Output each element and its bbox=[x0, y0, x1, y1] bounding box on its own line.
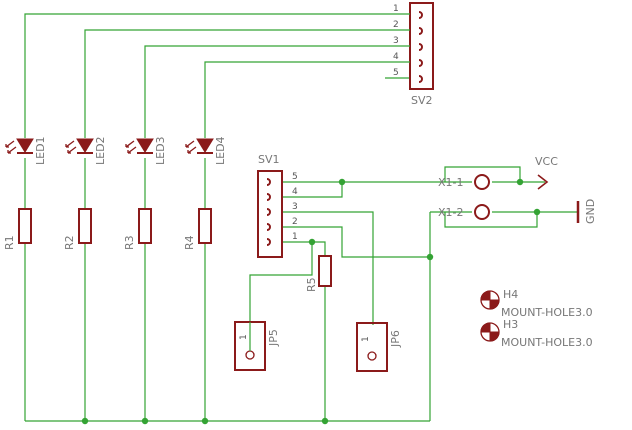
resistor-r5: R5 bbox=[305, 255, 332, 292]
net-vcc-tap bbox=[444, 166, 521, 182]
junction-dot bbox=[81, 417, 89, 425]
sv1-label: SV1 bbox=[258, 153, 280, 166]
junction-dot bbox=[426, 253, 434, 261]
jumper-label: JP6 bbox=[389, 330, 402, 348]
junction-dot bbox=[308, 238, 316, 246]
led-label: LED1 bbox=[34, 136, 47, 165]
hole-name: H3 bbox=[503, 318, 518, 331]
led-3: LED3 bbox=[125, 136, 167, 165]
junctions bbox=[81, 178, 541, 425]
jumper-jp5: 1 JP5 bbox=[234, 321, 280, 371]
hole-value: MOUNT-HOLE3.0 bbox=[501, 336, 593, 349]
net-sv1-2 bbox=[282, 226, 430, 258]
net-led3-sv2-3 bbox=[144, 45, 385, 138]
connector-sv1: 5 4 3 2 1 SV1 bbox=[257, 153, 298, 258]
resistor-r2: R2 bbox=[63, 208, 92, 250]
led-label: LED2 bbox=[94, 136, 107, 165]
jumper-label: JP5 bbox=[267, 329, 280, 347]
jumper-jp6: 1 JP6 bbox=[356, 322, 402, 372]
sv2-pin-label: 5 bbox=[393, 68, 399, 78]
junction-dot bbox=[338, 178, 346, 186]
resistor-label: R2 bbox=[63, 235, 76, 250]
hole-value: MOUNT-HOLE3.0 bbox=[501, 306, 593, 319]
mount-hole-h3: H3 MOUNT-HOLE3.0 bbox=[480, 318, 593, 349]
net-led2-sv2-2 bbox=[84, 29, 385, 138]
resistor-r1: R1 bbox=[3, 208, 32, 250]
net-jp5 bbox=[249, 242, 313, 322]
junction-dot bbox=[201, 417, 209, 425]
net-gnd-tap bbox=[444, 212, 538, 228]
vcc-symbol: VCC bbox=[535, 155, 558, 190]
led-label: LED4 bbox=[214, 136, 227, 165]
junction-dot bbox=[533, 208, 541, 216]
hole-name: H4 bbox=[503, 288, 518, 301]
resistor-r4: R4 bbox=[183, 208, 212, 250]
jumper-pin-label: 1 bbox=[239, 334, 249, 340]
vcc-label: VCC bbox=[535, 155, 558, 168]
net-sv1-4 bbox=[282, 182, 343, 198]
led-label: LED3 bbox=[154, 136, 167, 165]
terminal-label: X1-1 bbox=[438, 176, 464, 189]
resistor-label: R5 bbox=[305, 277, 318, 292]
sv1-pin-label: 2 bbox=[292, 217, 298, 227]
junction-dot bbox=[321, 417, 329, 425]
led-2: LED2 bbox=[65, 136, 107, 165]
sv1-pin-label: 1 bbox=[292, 232, 298, 242]
sv2-pin-label: 4 bbox=[393, 52, 399, 62]
led-4: LED4 bbox=[185, 136, 227, 165]
sv2-label: SV2 bbox=[411, 94, 433, 107]
sv2-pin-label: 2 bbox=[393, 20, 399, 30]
sv1-pin-label: 3 bbox=[292, 202, 298, 212]
connector-sv2: 1 2 3 4 5 SV2 bbox=[385, 2, 434, 107]
terminal-label: X1-2 bbox=[438, 206, 464, 219]
sv2-pin-label: 3 bbox=[393, 36, 399, 46]
led-1: LED1 bbox=[5, 136, 47, 165]
terminal-x1-2: X1-2 bbox=[438, 204, 490, 220]
resistor-r3: R3 bbox=[123, 208, 152, 250]
wires bbox=[24, 13, 578, 422]
terminal-x1-1: X1-1 bbox=[438, 174, 490, 190]
sv1-pin-label: 5 bbox=[292, 172, 298, 182]
resistor-label: R1 bbox=[3, 235, 16, 250]
net-sv1-3 bbox=[282, 211, 374, 325]
gnd-symbol: GND bbox=[576, 199, 597, 224]
resistor-label: R3 bbox=[123, 235, 136, 250]
sv1-pin-label: 4 bbox=[292, 187, 298, 197]
junction-dot bbox=[516, 178, 524, 186]
net-led1-sv2-1 bbox=[24, 13, 385, 138]
net-led4-sv2-4 bbox=[204, 61, 385, 138]
gnd-label: GND bbox=[584, 199, 597, 224]
junction-dot bbox=[141, 417, 149, 425]
mount-hole-h4: H4 MOUNT-HOLE3.0 bbox=[480, 288, 593, 319]
jumper-pin-label: 1 bbox=[361, 336, 371, 342]
sv2-pin-label: 1 bbox=[393, 4, 399, 14]
resistor-label: R4 bbox=[183, 235, 196, 250]
net-sv1-1 bbox=[282, 241, 326, 256]
